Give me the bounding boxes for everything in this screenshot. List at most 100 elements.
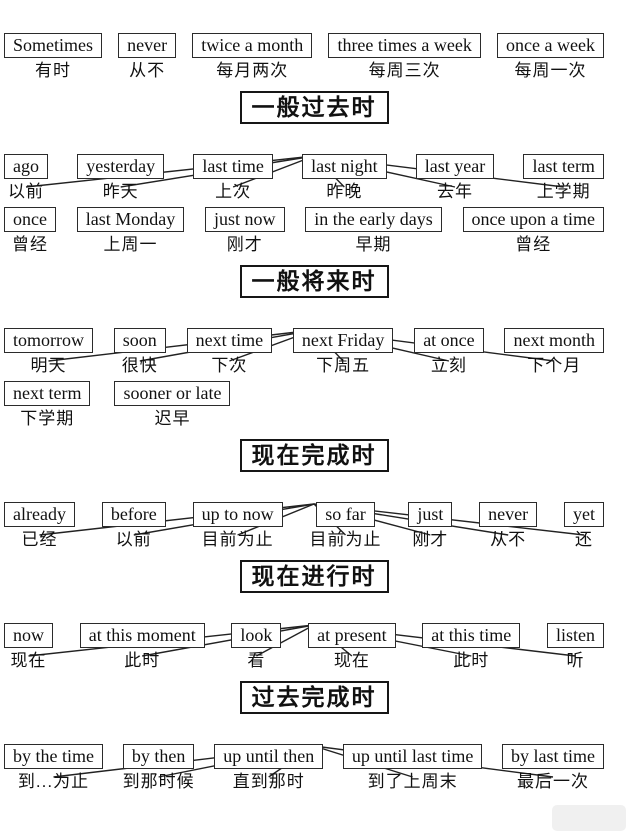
term-box-english: just: [408, 502, 453, 527]
term-label-chinese: 下个月: [527, 356, 582, 375]
term-box-english: yesterday: [77, 154, 165, 179]
section-header-wrap: 现在进行时: [0, 560, 628, 593]
tense-section: 一般过去时 ago 以前 yesterday 昨天 last time 上次 l…: [0, 91, 628, 255]
term-box-english: by the time: [4, 744, 103, 769]
term-item: next time 下次: [186, 328, 273, 376]
term-item: tomorrow 明天: [4, 328, 93, 376]
frequency-adverb-row: Sometimes 有时 never 从不 twice a month 每月两次…: [0, 33, 628, 81]
term-item: up until then 直到那时: [214, 744, 324, 792]
term-item: last night 昨晚: [302, 154, 387, 202]
term-label-chinese: 上学期: [536, 182, 591, 201]
term-label-chinese: 每周三次: [368, 61, 441, 80]
term-item: sooner or late 迟早: [114, 381, 231, 429]
term-label-chinese: 下周五: [316, 356, 371, 375]
term-label-chinese: 下学期: [20, 409, 75, 428]
term-box-english: at present: [308, 623, 396, 648]
term-item: next Friday 下周五: [292, 328, 394, 376]
section-title: 现在完成时: [239, 439, 389, 472]
term-item: at this moment 此时: [79, 623, 205, 671]
term-box-english: up until last time: [342, 744, 483, 769]
section-header-wrap: 一般将来时: [0, 265, 628, 298]
term-label-chinese: 看: [247, 651, 266, 670]
term-item: twice a month 每月两次: [192, 33, 313, 81]
term-label-chinese: 以前: [8, 182, 44, 201]
section-title: 一般将来时: [239, 265, 389, 298]
term-item: once a week 每周一次: [497, 33, 604, 81]
term-item: already 已经: [4, 502, 75, 550]
section-title: 一般过去时: [239, 91, 389, 124]
term-box-english: next month: [504, 328, 604, 353]
term-box-english: yet: [564, 502, 604, 527]
tense-sections: 一般过去时 ago 以前 yesterday 昨天 last time 上次 l…: [0, 91, 628, 792]
term-item: at once 立刻: [414, 328, 484, 376]
term-item: soon 很快: [113, 328, 166, 376]
term-label-chinese: 目前为止: [309, 530, 382, 549]
term-row: tomorrow 明天 soon 很快 next time 下次 next Fr…: [0, 328, 628, 376]
term-box-english: by last time: [501, 744, 604, 769]
term-box-english: never: [118, 33, 177, 58]
term-item: three times a week 每周三次: [328, 33, 481, 81]
term-row: next term 下学期 sooner or late 迟早: [0, 381, 628, 429]
term-box-english: so far: [316, 502, 375, 527]
term-box-english: sooner or late: [114, 381, 231, 406]
term-label-chinese: 迟早: [154, 409, 191, 428]
tense-adverb-diagram: Sometimes 有时 never 从不 twice a month 每月两次…: [0, 33, 628, 792]
term-box-english: listen: [547, 623, 604, 648]
term-item: yet 还: [564, 502, 604, 550]
term-label-chinese: 到那时候: [122, 772, 195, 791]
term-item: by then 到那时候: [123, 744, 195, 792]
term-row: ago 以前 yesterday 昨天 last time 上次 last ni…: [0, 154, 628, 202]
term-item: at present 现在: [308, 623, 396, 671]
term-item: listen 听: [547, 623, 604, 671]
term-label-chinese: 立刻: [430, 356, 467, 375]
term-item: just now 刚才: [205, 207, 285, 255]
term-box-english: once: [4, 207, 56, 232]
term-item: yesterday 昨天: [77, 154, 165, 202]
term-item: last Monday 上周一: [76, 207, 185, 255]
term-label-chinese: 下次: [211, 356, 248, 375]
term-item: before 以前: [101, 502, 166, 550]
term-row: by the time 到...为止 by then 到那时候 up until…: [0, 744, 628, 792]
term-label-chinese: 从不: [129, 61, 166, 80]
term-box-english: already: [4, 502, 75, 527]
term-box-english: three times a week: [328, 33, 481, 58]
term-label-chinese: 每月两次: [216, 61, 289, 80]
term-label-chinese: 每周一次: [514, 61, 587, 80]
term-box-english: up until then: [214, 744, 324, 769]
term-item: at this time 此时: [422, 623, 521, 671]
term-label-chinese: 现在: [10, 651, 47, 670]
term-label-chinese: 听: [566, 651, 585, 670]
term-item: never 从不: [118, 33, 177, 81]
term-box-english: look: [231, 623, 282, 648]
term-box-english: up to now: [192, 502, 283, 527]
section-header-wrap: 一般过去时: [0, 91, 628, 124]
term-item: last year 去年: [415, 154, 495, 202]
term-item: last time 上次: [193, 154, 273, 202]
section-title: 过去完成时: [239, 681, 389, 714]
tense-section: 一般将来时 tomorrow 明天 soon 很快 next time 下次 n…: [0, 265, 628, 429]
term-item: last term 上学期: [523, 154, 604, 202]
term-box-english: now: [4, 623, 53, 648]
term-row: already 已经 before 以前 up to now 目前为止 so f…: [0, 502, 628, 550]
term-label-chinese: 此时: [453, 651, 490, 670]
term-item: up to now 目前为止: [192, 502, 283, 550]
term-box-english: by then: [122, 744, 195, 769]
term-box-english: at this moment: [79, 623, 205, 648]
term-item: once upon a time 曾经: [462, 207, 604, 255]
term-item: up until last time 到了上周末: [342, 744, 483, 792]
term-label-chinese: 从不: [490, 530, 527, 549]
term-box-english: Sometimes: [4, 33, 102, 58]
term-label-chinese: 直到那时: [232, 772, 305, 791]
term-item: in the early days 早期: [305, 207, 442, 255]
term-item: Sometimes 有时: [4, 33, 102, 81]
term-box-english: just now: [205, 207, 285, 232]
term-item: just 刚才: [408, 502, 453, 550]
term-box-english: never: [479, 502, 538, 527]
term-box-english: next term: [4, 381, 91, 406]
term-box-english: last Monday: [76, 207, 185, 232]
watermark-remnant: [552, 805, 626, 831]
tense-section: 过去完成时 by the time 到...为止 by then 到那时候 up…: [0, 681, 628, 792]
term-label-chinese: 刚才: [226, 235, 263, 254]
term-label-chinese: 昨天: [102, 182, 139, 201]
term-row: now 现在 at this moment 此时 look 看 at prese…: [0, 623, 628, 671]
